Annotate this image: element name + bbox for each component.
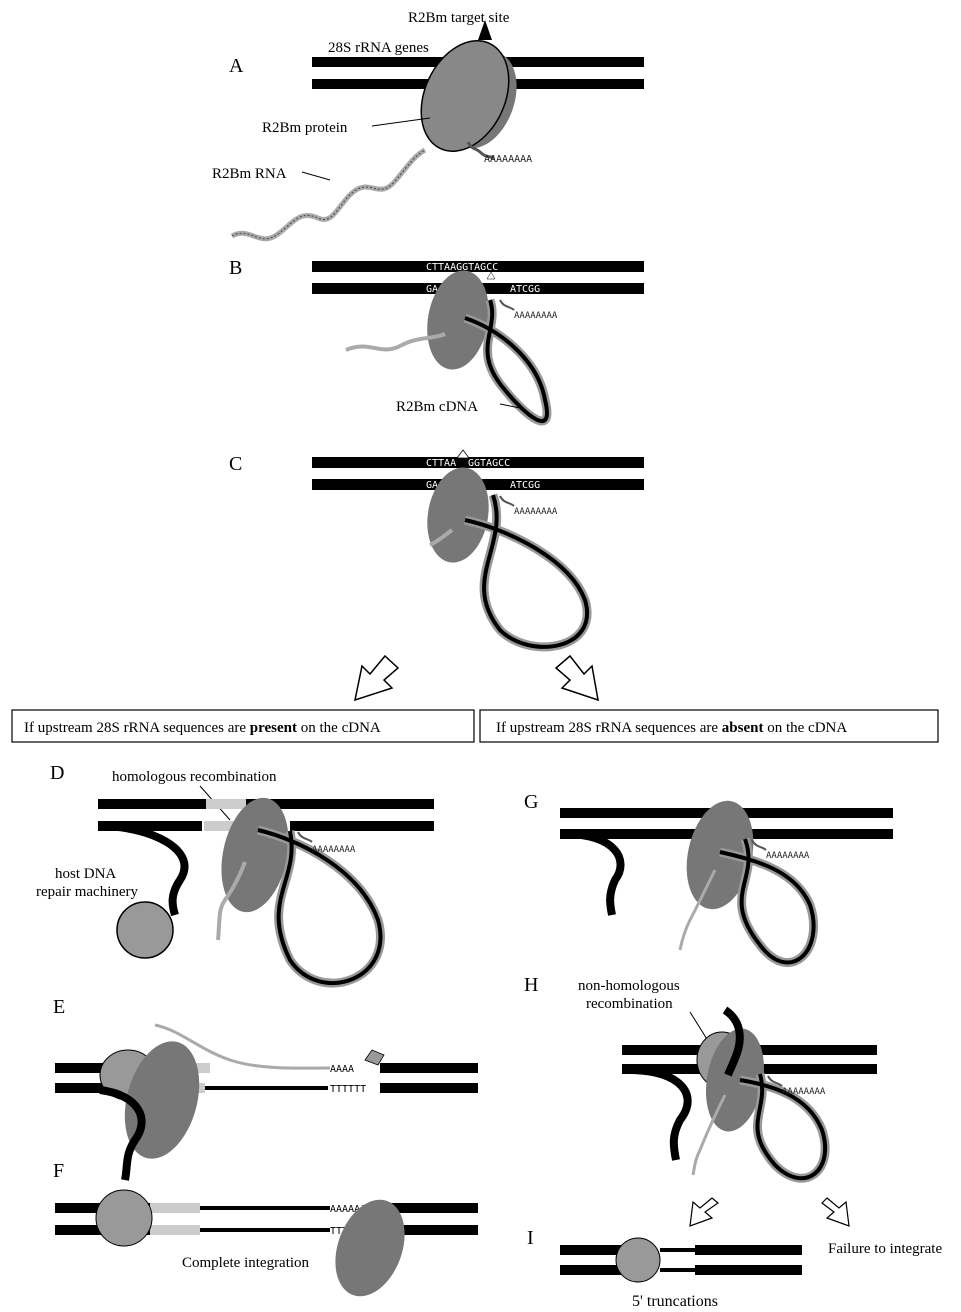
r2bm-rna-texture	[232, 150, 425, 239]
panel-b: B CTTAAGGTAGCC GAATTCC ATCGG AAAAAAAA R2…	[229, 257, 644, 421]
protein-label: R2Bm protein	[262, 120, 348, 136]
host-repair-machinery	[96, 1190, 152, 1246]
branch-absent-text: If upstream 28S rRNA sequences are absen…	[496, 720, 847, 736]
panel-label-c: C	[229, 453, 242, 475]
branch-absent-box: If upstream 28S rRNA sequences are absen…	[480, 710, 938, 742]
failure-label: Failure to integrate	[828, 1241, 942, 1257]
polya-tail-a: AAAAAAAA	[484, 154, 532, 165]
branch-present-box: If upstream 28S rRNA sequences are prese…	[12, 710, 474, 742]
rna-tail	[500, 300, 514, 310]
cdna-top-strand	[200, 1206, 330, 1210]
host-repair-label-2: repair machinery	[36, 884, 139, 900]
polya-tail-c: AAAAAAAA	[514, 507, 558, 517]
polya-tail-g: AAAAAAAA	[766, 851, 810, 861]
failure-arrow-icon	[822, 1198, 849, 1226]
panel-i: I 5' truncations	[527, 1227, 802, 1310]
dna-top-left	[98, 799, 206, 809]
protein-leader-line	[372, 118, 430, 126]
rna-tail	[752, 840, 766, 850]
dna-top-right	[695, 1245, 802, 1255]
truncations-label: 5' truncations	[632, 1293, 718, 1310]
cdna-top-strand	[660, 1248, 695, 1252]
panel-label-d: D	[50, 762, 64, 784]
dna-bottom-right	[745, 829, 893, 839]
panel-label-g: G	[524, 791, 538, 813]
truncation-arrow-icon	[690, 1198, 718, 1226]
complete-integration-label: Complete integration	[182, 1255, 310, 1271]
panel-label-e: E	[53, 996, 65, 1018]
panel-label-f: F	[53, 1160, 64, 1182]
nick-arrow-icon	[487, 272, 495, 279]
homologous-bottom	[150, 1225, 200, 1235]
cdna-strand	[205, 1086, 328, 1090]
host-dna-end	[630, 1070, 688, 1160]
dna-bottom-right	[695, 1265, 802, 1275]
nonhomologous-label-1: non-homologous	[578, 978, 680, 994]
dna-top-right	[728, 808, 893, 818]
left-branch-arrow-icon	[355, 656, 398, 700]
panel-label-h: H	[524, 974, 538, 996]
e-top-seq: AAAA	[330, 1064, 354, 1075]
cdna-label: R2Bm cDNA	[396, 399, 478, 415]
panel-c: C CTTAA GGTAGCC GAATTCC ATCGG AAAAAAAA	[229, 450, 644, 647]
e-bottom-seq: TTTTTT	[330, 1084, 366, 1095]
b-bottom-right-sequence: ATCGG	[510, 284, 540, 295]
host-repair-label-1: host DNA	[55, 866, 116, 882]
host-repair-machinery	[117, 902, 173, 958]
dna-top-right	[270, 799, 434, 809]
host-dna-end	[100, 1090, 142, 1180]
c-top-right-sequence: GGTAGCC	[468, 458, 510, 469]
panel-label-a: A	[229, 55, 244, 77]
rna-label: R2Bm RNA	[212, 166, 287, 182]
dna-bottom-right	[760, 1064, 877, 1074]
panel-f: F AAAAAA TTTTTT Complete integration	[53, 1160, 478, 1306]
panel-a: A R2Bm target site 28S rRNA genes R2Bm p…	[212, 10, 644, 239]
homologous-top	[150, 1203, 200, 1213]
host-dna-end	[565, 834, 621, 915]
polya-tail-h: AAAAAAAA	[782, 1087, 826, 1097]
rna-tail	[500, 496, 514, 506]
r2bm-protein	[420, 463, 496, 568]
cdna-bottom-strand	[200, 1228, 330, 1232]
dna-top-left	[560, 808, 720, 818]
dna-top-right	[380, 1063, 478, 1073]
panel-label-b: B	[229, 257, 242, 279]
panel-g: G AAAAAAAA	[524, 791, 893, 963]
panel-d: D homologous recombination host DNA repa…	[36, 762, 434, 983]
r2bm-rna-wavy	[232, 150, 425, 239]
second-nick-arrow-icon	[457, 450, 469, 458]
dna-bottom-right	[290, 821, 434, 831]
target-site-label: R2Bm target site	[408, 10, 510, 26]
panel-e: E AAAA TTTTTT	[53, 996, 478, 1180]
rrna-genes-label: 28S rRNA genes	[328, 40, 429, 56]
nonhomologous-label-2: recombination	[586, 996, 673, 1012]
rna-leader-line	[302, 172, 330, 180]
panel-h: H non-homologous recombination AAAAAAAA …	[524, 974, 942, 1257]
panel-label-i: I	[527, 1227, 534, 1249]
host-repair-machinery	[616, 1238, 660, 1282]
c-top-left-sequence: CTTAA	[426, 458, 456, 469]
homologous-top	[206, 799, 246, 809]
polya-tail-d: AAAAAAAA	[312, 845, 356, 855]
polya-tail-b: AAAAAAAA	[514, 311, 558, 321]
c-bottom-right-sequence: ATCGG	[510, 480, 540, 491]
dna-bottom-right	[380, 1083, 478, 1093]
cdna-bottom-strand	[660, 1268, 695, 1272]
homologous-label: homologous recombination	[112, 769, 277, 785]
right-branch-arrow-icon	[556, 656, 598, 700]
rna-fragment	[365, 1050, 384, 1065]
branch-present-text: If upstream 28S rRNA sequences are prese…	[24, 720, 381, 736]
